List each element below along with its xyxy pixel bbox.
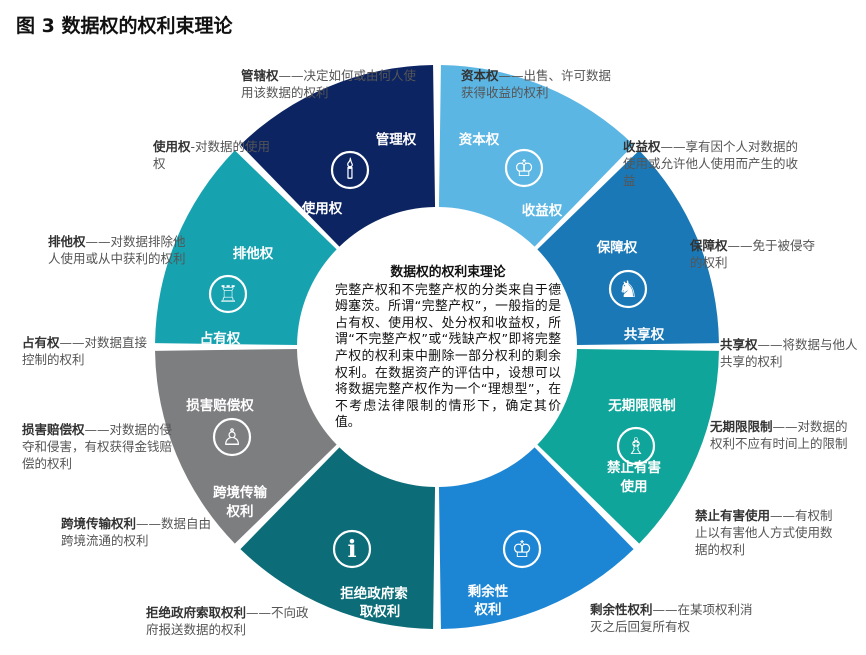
segment-label: 使用 [620,478,648,495]
annotation-possession: 占有权——对数据直接控制的权利 [22,335,148,367]
wheel-segment-7 [155,348,337,544]
segment-label: 权利 [474,601,502,618]
svg-text:ℹ: ℹ [347,535,356,563]
figure-title: 图 3 数据权的权利束理论 [16,15,233,37]
candle-icon: 🕯 [330,150,370,190]
wheel-segment-3 [537,150,719,346]
svg-text:🕯: 🕯 [347,157,354,184]
annotation-sharing: 共享权——将数据与他人共享的权利 [720,337,858,369]
annotation-use: 使用权-对数据的使用权 [153,139,271,171]
chess-rook-icon: ♖ [208,274,248,314]
annotation-residual: 剩余性权利——在某项权利消灭之后回复所有权 [590,602,753,634]
annotation-income: 收益权——享有因个人对数据的使用或允许他人使用而产生的收益 [623,139,799,188]
segment-label: 取权利 [360,603,401,620]
chess-knight-icon: ♞ [608,269,648,309]
wheel-segment-8 [155,150,337,346]
segment-label: 禁止有害 [606,459,661,476]
segment-label: 权利 [226,503,254,520]
segment-label: 跨境传输 [213,484,267,501]
annotation-damages: 损害赔偿权——对数据的侵夺和侵害，有权获得金钱赔偿的权利 [22,422,173,471]
center-explanation: 数据权的权利束理论 完整产权和不完整产权的分类来自于德姆塞茨。所谓“完整产权”，… [335,265,561,432]
segment-label: 无期限限制 [607,397,676,414]
segment-label: 占有权 [200,330,241,347]
segment-label: 管理权 [376,131,417,148]
info-icon: ℹ [332,529,372,569]
segment-label: 排他权 [233,245,274,262]
segment-label: 收益权 [522,202,563,219]
segment-label: 使用权 [301,200,343,217]
segment-label: 共享权 [624,326,665,343]
segment-label: 拒绝政府索 [340,585,408,602]
annotation-exclusive: 排他权——对数据排除他人使用或从中获利的权利 [48,234,186,266]
chess-pawn-icon: ♙ [212,417,252,457]
annotation-cross-border: 跨境传输权利——数据自由跨境流通的权利 [61,516,212,548]
svg-text:♔: ♔ [514,156,535,182]
wheel-segment-4 [537,348,719,544]
segment-label: 资本权 [459,131,500,148]
svg-text:♔: ♔ [512,537,533,563]
chess-king-icon: ♔ [502,529,542,569]
segment-label: 保障权 [596,239,638,256]
chess-bishop-icon: ♗ [616,426,656,466]
center-title: 数据权的权利束理论 [390,265,506,280]
annotation-jurisdiction: 管辖权——决定如何或由何人使用该数据的权利 [241,68,417,100]
segment-label: 剩余性 [468,583,509,600]
svg-text:♖: ♖ [218,282,239,308]
chess-king-icon: ♔ [504,148,544,188]
annotation-refuse-government: 拒绝政府索取权利——不向政府报送数据的权利 [146,605,309,637]
svg-text:♞: ♞ [618,277,639,303]
segment-label: 损害赔偿权 [186,397,254,414]
center-body: 完整产权和不完整产权的分类来自于德姆塞茨。所谓“完整产权”，一般指的是占有权、使… [335,282,561,431]
svg-text:♗: ♗ [626,434,647,460]
annotation-harmful-use: 禁止有害使用——有权制止以有害他人方式使用数据的权利 [695,508,833,557]
svg-text:♙: ♙ [222,425,243,451]
annotation-capital: 资本权——出售、许可数据获得收益的权利 [461,68,612,100]
annotation-protection: 保障权——免于被侵夺的权利 [690,238,816,270]
annotation-no-term-limit: 无期限限制——对数据的权利不应有时间上的限制 [710,419,848,451]
